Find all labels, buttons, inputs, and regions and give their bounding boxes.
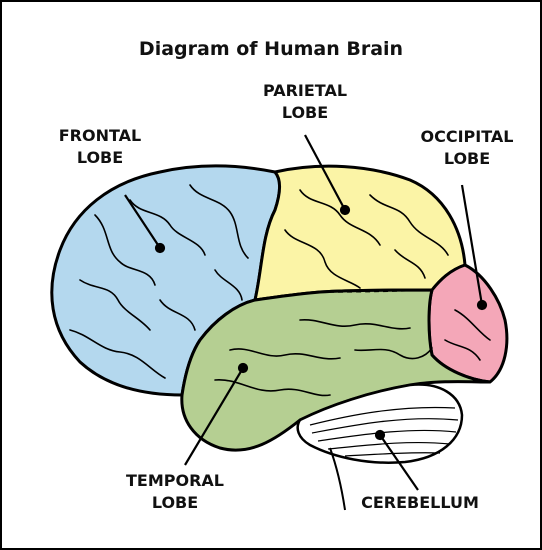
parietal-lobe-label-line1: PARIETAL	[250, 80, 360, 102]
frontal-leader-dot	[156, 244, 164, 252]
temporal-lobe-label: TEMPORAL LOBE	[120, 470, 230, 514]
temporal-leader-dot	[239, 364, 247, 372]
occipital-lobe-label-line1: OCCIPITAL	[408, 126, 526, 148]
frontal-lobe-label-line2: LOBE	[45, 147, 155, 169]
parietal-lobe-label: PARIETAL LOBE	[250, 80, 360, 124]
occipital-leader-dot	[478, 301, 486, 309]
parietal-lobe-label-line2: LOBE	[250, 102, 360, 124]
cerebellum-label-text: CEREBELLUM	[361, 493, 479, 512]
temporal-lobe-label-line1: TEMPORAL	[120, 470, 230, 492]
cerebellum-leader-dot	[376, 431, 384, 439]
occipital-lobe-label: OCCIPITAL LOBE	[408, 126, 526, 170]
temporal-lobe-label-line2: LOBE	[120, 492, 230, 514]
occipital-lobe-label-line2: LOBE	[408, 148, 526, 170]
parietal-leader-dot	[341, 206, 349, 214]
cerebellum-label: CEREBELLUM	[350, 492, 490, 514]
frontal-lobe-label-line1: FRONTAL	[45, 125, 155, 147]
frontal-lobe-label: FRONTAL LOBE	[45, 125, 155, 169]
